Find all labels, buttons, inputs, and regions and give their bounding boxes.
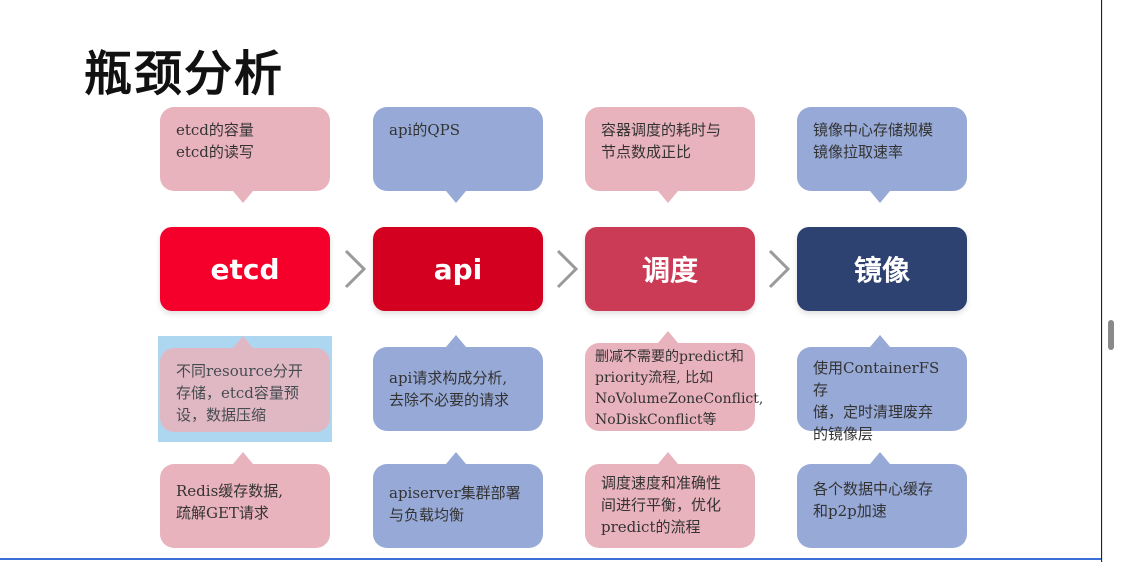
note-api-top: api的QPS xyxy=(373,107,543,203)
note-line: 各个数据中心缓存 xyxy=(813,480,934,498)
note-line: etcd的容量 xyxy=(176,121,254,139)
note-line: 存储，etcd容量预 xyxy=(176,384,299,402)
note-image-bottom: 各个数据中心缓存 和p2p加速 xyxy=(797,452,967,548)
note-line: 设，数据压缩 xyxy=(176,406,267,424)
note-line: etcd的读写 xyxy=(176,143,254,161)
note-line: 容器调度的耗时与 xyxy=(601,121,722,139)
note-line: 与负载均衡 xyxy=(389,506,465,524)
page-title: 瓶颈分析 xyxy=(84,46,285,102)
note-line: 和p2p加速 xyxy=(813,502,887,520)
slide: 瓶颈分析 etcd的容量 etcd的读写 api的QPS 容器调度的耗时与 节点… xyxy=(84,46,967,548)
note-image-top: 镜像中心存储规模 镜像拉取速率 xyxy=(797,107,967,203)
chevron-right-icon xyxy=(556,249,579,289)
note-line: 使用ContainerFS存 xyxy=(813,359,940,399)
stage-etcd: etcd xyxy=(160,227,330,311)
stage-label: etcd xyxy=(210,252,280,286)
note-line: NoVolumeZoneConflict, xyxy=(595,391,764,407)
note-line: 镜像拉取速率 xyxy=(813,143,904,161)
stage-api: api xyxy=(373,227,543,311)
note-line: predict的流程 xyxy=(601,518,701,536)
stage-image: 镜像 xyxy=(797,227,967,311)
note-line: 去除不必要的请求 xyxy=(389,391,510,409)
note-line: 的镜像层 xyxy=(813,425,874,443)
stage-schedule: 调度 xyxy=(585,227,755,311)
note-line: 间进行平衡，优化 xyxy=(601,496,722,514)
note-line: priority流程, 比如 xyxy=(595,370,714,386)
note-schedule-mid: 删减不需要的predict和 priority流程, 比如 NoVolumeZo… xyxy=(585,331,764,431)
note-api-mid: api请求构成分析, 去除不必要的请求 xyxy=(373,335,543,431)
note-line: apiserver集群部署 xyxy=(389,484,521,502)
note-line: 储，定时清理废弃 xyxy=(813,403,934,421)
note-line: 删减不需要的predict和 xyxy=(595,349,744,365)
note-etcd-bottom: Redis缓存数据, 疏解GET请求 xyxy=(160,452,330,548)
note-schedule-top: 容器调度的耗时与 节点数成正比 xyxy=(585,107,755,203)
note-line: Redis缓存数据, xyxy=(176,482,284,500)
note-line: 节点数成正比 xyxy=(601,143,692,161)
note-line: 不同resource分开 xyxy=(176,362,303,380)
note-etcd-mid[interactable]: 不同resource分开 存储，etcd容量预 设，数据压缩 xyxy=(160,336,330,432)
stage-label: api xyxy=(433,252,483,286)
note-line: 镜像中心存储规模 xyxy=(813,121,934,139)
page-edge-divider xyxy=(1101,0,1102,562)
note-line: 疏解GET请求 xyxy=(176,504,269,522)
chevron-right-icon xyxy=(768,249,791,289)
stage-label: 调度 xyxy=(641,254,698,287)
scrollbar-thumb[interactable] xyxy=(1108,320,1114,350)
note-etcd-top: etcd的容量 etcd的读写 xyxy=(160,107,330,203)
page-bottom-border xyxy=(0,558,1101,560)
note-api-bottom: apiserver集群部署 与负载均衡 xyxy=(373,452,543,548)
note-image-mid: 使用ContainerFS存 储，定时清理废弃 的镜像层 xyxy=(797,335,967,443)
stage-label: 镜像 xyxy=(853,254,910,287)
note-line: api请求构成分析, xyxy=(389,369,508,387)
note-schedule-bottom: 调度速度和准确性 间进行平衡，优化 predict的流程 xyxy=(585,452,755,548)
note-line: NoDiskConflict等 xyxy=(595,412,717,428)
chevron-right-icon xyxy=(344,249,367,289)
note-line: 调度速度和准确性 xyxy=(601,474,722,492)
note-line: api的QPS xyxy=(389,121,461,139)
vertical-scrollbar[interactable] xyxy=(1102,0,1121,562)
